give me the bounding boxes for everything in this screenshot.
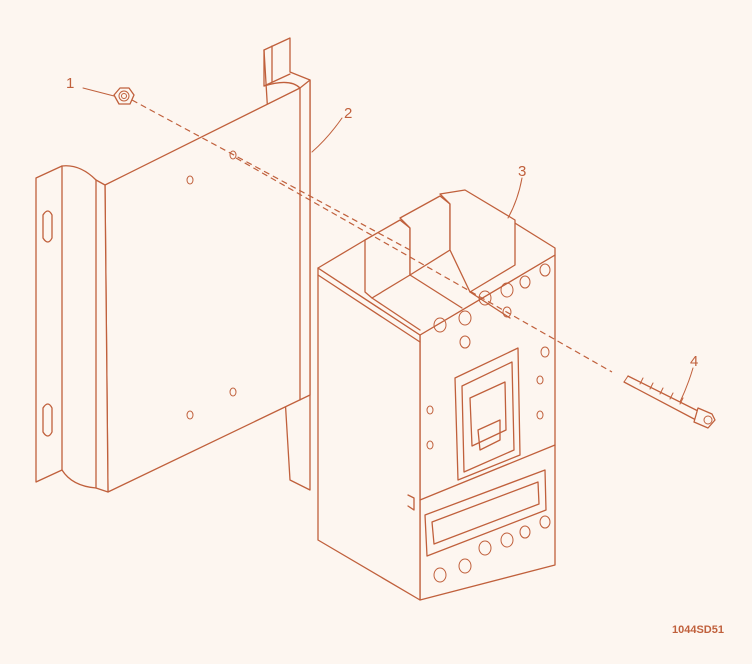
- callout-number-4: 4: [690, 353, 698, 370]
- callout-leader-3: [507, 177, 523, 219]
- callout-number-3: 3: [518, 163, 526, 180]
- assembly-line-upper: [131, 99, 411, 251]
- callout-leader-4: [679, 367, 694, 403]
- callout-number-1: 1: [66, 75, 74, 92]
- mounting-bolt: [623, 375, 716, 429]
- drawing-code: 1044SD51: [672, 624, 724, 636]
- circuit-breaker: [317, 189, 556, 601]
- callout-number-2: 2: [344, 105, 352, 122]
- assembly-line-lower: [235, 157, 613, 373]
- callout-leader-2: [311, 117, 343, 153]
- mounting-bracket: [35, 37, 311, 493]
- callout-leader-1: [82, 87, 115, 97]
- hex-nut: [113, 87, 135, 105]
